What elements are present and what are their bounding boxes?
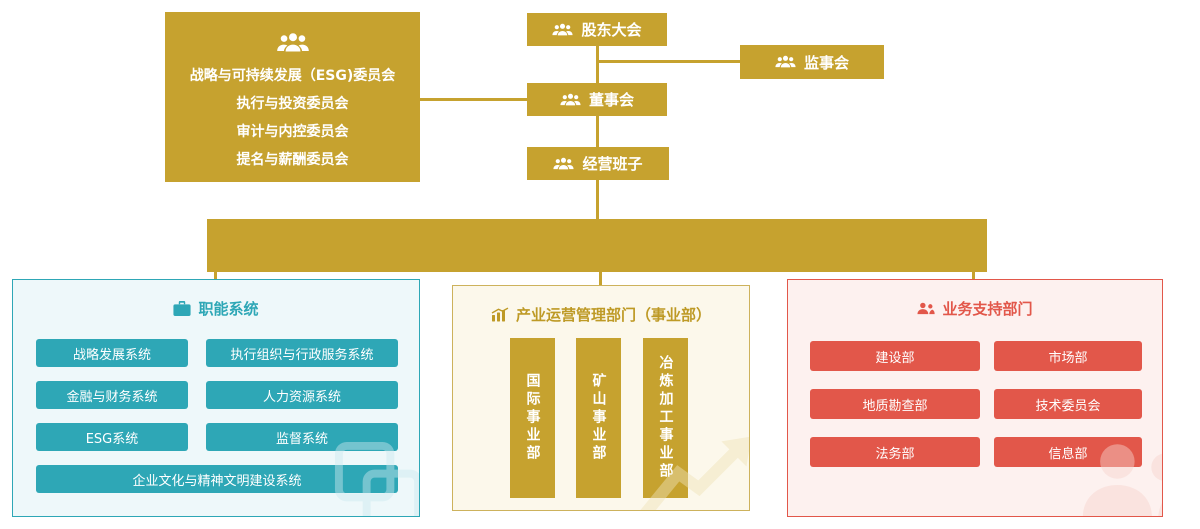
people-watermark-icon xyxy=(1080,436,1163,517)
node-management-team: 经营班子 xyxy=(527,147,669,180)
node-label: 董事会 xyxy=(588,91,634,109)
stub-left-panel xyxy=(214,272,217,280)
dept-item: 建设部 xyxy=(810,341,980,371)
group-icon xyxy=(552,23,573,37)
dept-item: 金融与财务系统 xyxy=(36,381,188,409)
node-label: 经营班子 xyxy=(582,155,643,173)
connector-supervisory-branch xyxy=(597,60,740,63)
group-icon xyxy=(276,32,310,54)
dept-item: 人力资源系统 xyxy=(206,381,398,409)
stub-right-panel xyxy=(972,272,975,280)
trend-chart-icon xyxy=(491,307,509,322)
group-icon xyxy=(775,55,796,69)
people-icon xyxy=(917,301,935,316)
functional-systems-panel: 职能系统 战略发展系统 执行组织与行政服务系统 金融与财务系统 人力资源系统 E… xyxy=(12,279,420,517)
dept-item: 技术委员会 xyxy=(994,389,1142,419)
board-committees-box: 战略与可持续发展（ESG)委员会 执行与投资委员会 审计与内控委员会 提名与薪酬… xyxy=(165,12,420,182)
division-item: 矿山事业部 xyxy=(576,338,621,498)
operations-divisions-panel: 产业运营管理部门（事业部） 国际事业部 矿山事业部 冶炼加工事业部 xyxy=(452,285,750,511)
connector-management-trunk xyxy=(596,180,599,219)
dept-item: 地质勘查部 xyxy=(810,389,980,419)
business-support-panel: 业务支持部门 建设部 市场部 地质勘查部 技术委员会 法务部 信息部 xyxy=(787,279,1163,517)
briefcase-icon xyxy=(173,301,191,316)
stub-middle-panel xyxy=(599,272,602,286)
trunk-connector-bar xyxy=(207,219,987,272)
division-item: 国际事业部 xyxy=(510,338,555,498)
connector-committees-board xyxy=(420,98,527,101)
panel-title: 职能系统 xyxy=(198,300,259,318)
panel-header: 业务支持部门 xyxy=(788,298,1162,319)
node-shareholders-meeting: 股东大会 xyxy=(527,13,667,46)
growth-arrow-watermark-icon xyxy=(636,432,750,511)
node-label: 股东大会 xyxy=(581,21,642,39)
panel-header: 职能系统 xyxy=(13,298,419,319)
dept-item: 市场部 xyxy=(994,341,1142,371)
group-icon xyxy=(560,93,581,107)
node-supervisory-board: 监事会 xyxy=(740,45,884,79)
dept-item: 企业文化与精神文明建设系统 xyxy=(36,465,398,493)
dept-item: ESG系统 xyxy=(36,423,188,451)
node-board-of-directors: 董事会 xyxy=(527,83,667,116)
committee-item: 审计与内控委员会 xyxy=(236,124,349,140)
dept-item: 战略发展系统 xyxy=(36,339,188,367)
group-icon xyxy=(553,157,574,171)
panel-title: 产业运营管理部门（事业部） xyxy=(515,306,711,324)
committee-item: 执行与投资委员会 xyxy=(236,96,349,112)
panel-header: 产业运营管理部门（事业部） xyxy=(453,304,749,325)
node-label: 监事会 xyxy=(803,53,849,72)
panel-title: 业务支持部门 xyxy=(942,300,1033,318)
windows-watermark-icon xyxy=(331,438,420,517)
committee-item: 战略与可持续发展（ESG)委员会 xyxy=(189,68,396,84)
connector-board-management xyxy=(596,116,599,147)
committee-item: 提名与薪酬委员会 xyxy=(236,152,349,168)
dept-item: 执行组织与行政服务系统 xyxy=(206,339,398,367)
dept-item: 法务部 xyxy=(810,437,980,467)
connector-shareholders-board xyxy=(596,46,599,83)
